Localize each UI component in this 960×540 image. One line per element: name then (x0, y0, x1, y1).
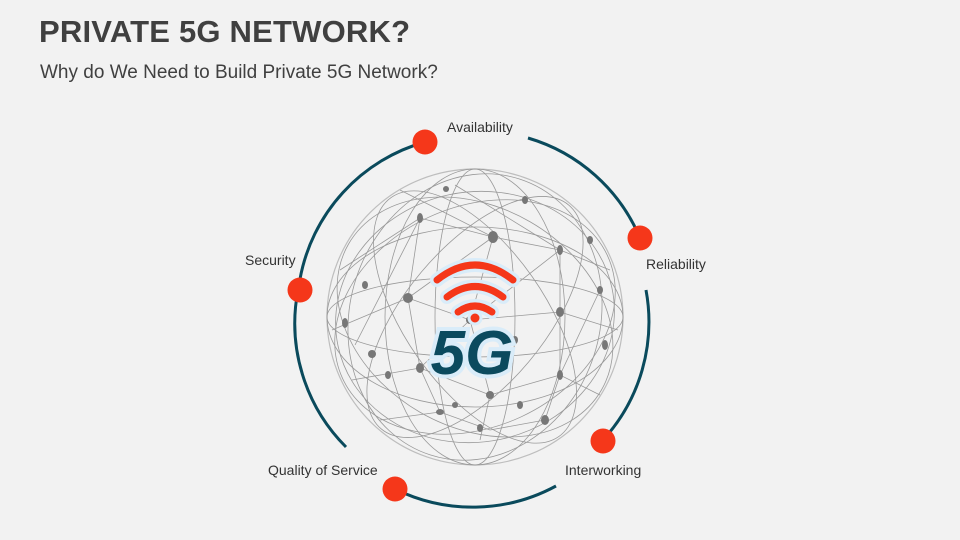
5g-logo-icon: 5G (427, 258, 520, 392)
node-security (287, 277, 313, 303)
label-quality-of-service: Quality of Service (268, 462, 378, 478)
slide-subtitle: Why do We Need to Build Private 5G Netwo… (40, 62, 438, 83)
label-security: Security (245, 252, 296, 268)
node-quality-of-service (382, 476, 408, 502)
label-interworking: Interworking (565, 462, 642, 478)
node-availability (412, 129, 438, 155)
node-reliability (627, 225, 653, 251)
globe-icon (326, 168, 624, 466)
svg-text:5G: 5G (431, 319, 514, 388)
label-availability: Availability (447, 119, 513, 135)
cycle-ring (293, 136, 651, 509)
label-reliability: Reliability (646, 256, 706, 272)
slide-title: PRIVATE 5G NETWORK? (39, 14, 411, 49)
node-interworking (590, 428, 616, 454)
